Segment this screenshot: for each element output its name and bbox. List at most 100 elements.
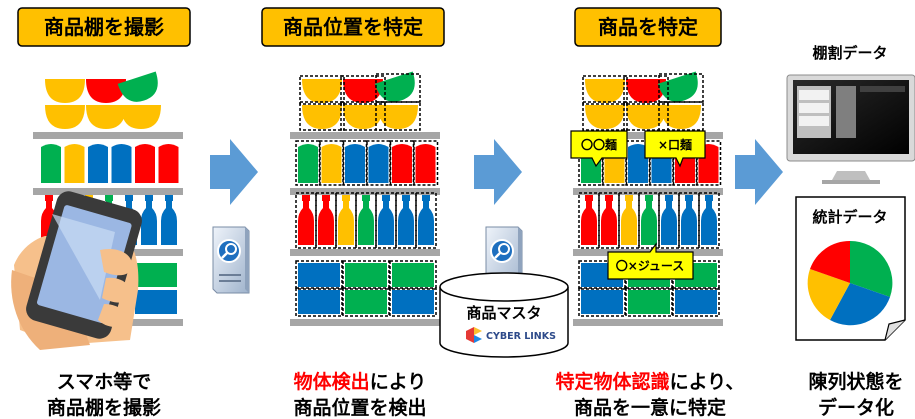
bottle-cap: [705, 195, 713, 201]
step2-caption-line1: 物体検出により: [294, 370, 427, 393]
bottle-item: [141, 200, 157, 245]
step1-caption-line2: 商品棚を撮影: [47, 396, 161, 419]
bottle-item: [338, 200, 354, 245]
detection-box: [389, 140, 415, 186]
detection-box: [578, 287, 626, 317]
step2-title-box: 商品位置を特定: [261, 7, 445, 47]
detection-box: [582, 101, 628, 131]
statistics-label: 統計データ: [812, 208, 887, 226]
bottle-cap: [165, 195, 173, 201]
detection-box: [365, 140, 392, 186]
step1-title: 商品棚を撮影: [44, 15, 164, 39]
monitor-icon: [786, 74, 915, 184]
bottle-cap: [645, 195, 653, 201]
detection-box: [672, 260, 720, 290]
bottle-cap: [45, 195, 53, 201]
bottle-cap: [145, 195, 153, 201]
bottle-cap: [605, 195, 613, 201]
shelf-board-2: [33, 188, 183, 195]
cup-item: [64, 144, 85, 183]
smartphone-hand-icon: [11, 191, 142, 350]
bowl-item: [626, 79, 666, 103]
cup-item: [158, 144, 179, 183]
cup-item: [345, 144, 365, 183]
bottle-item: [661, 200, 677, 245]
caption-segment: 物体検出: [294, 370, 370, 393]
detection-box: [340, 101, 386, 131]
bottle-cap: [382, 195, 390, 201]
server-icon-detection: [212, 226, 250, 294]
callout-noodle-b: ×口麺: [644, 130, 706, 168]
bowl-item: [626, 105, 666, 129]
carton-item: [135, 263, 177, 287]
bowl-item: [378, 105, 418, 129]
bottle-cap: [302, 195, 310, 201]
step1-title-box: 商品棚を撮影: [17, 7, 191, 47]
cup-item: [41, 144, 61, 183]
detection-box: [695, 140, 722, 186]
shelf-board-bottom: [573, 319, 723, 326]
bottle-item: [581, 200, 597, 245]
detection-box: [299, 101, 345, 131]
caption-segment: 商品位置を検出: [293, 396, 426, 419]
detection-box: [623, 101, 669, 131]
detection-box: [340, 75, 386, 105]
caption-segment: データ化: [818, 396, 894, 419]
carton-item: [298, 290, 340, 314]
bottle-item: [298, 200, 314, 245]
detection-box: [625, 140, 651, 186]
bowl-item: [302, 105, 342, 129]
output-caption-line1: 陳列状態を: [808, 370, 903, 393]
bottle-item: [418, 200, 434, 245]
bowl-item: [45, 79, 85, 103]
shelf-board-top: [33, 132, 183, 139]
cup-item: [88, 144, 108, 183]
caption-segment: スマホ等で: [57, 370, 151, 393]
step3-caption-line1: 特定物体認識により、: [556, 370, 745, 393]
bottle-item: [641, 200, 657, 245]
detection-box: [342, 140, 368, 186]
detection-box: [672, 287, 720, 317]
arrow-step1-to-2: [210, 139, 258, 205]
bottle-cap: [402, 195, 410, 201]
step2-title: 商品位置を特定: [283, 15, 423, 39]
carton-item: [628, 290, 670, 314]
callout-juice: 〇×ジュース: [607, 242, 694, 280]
detection-box: [623, 75, 669, 105]
detection-box: [375, 73, 421, 103]
bowl-item: [585, 105, 625, 129]
detection-box: [415, 192, 437, 249]
bowl-item: [45, 105, 85, 129]
bowl-item: [302, 79, 342, 103]
caption-segment: により: [370, 371, 427, 393]
bowl-item: [86, 79, 126, 103]
detection-box: [658, 73, 704, 103]
carton-item: [581, 290, 623, 314]
pie-chart-icon: [807, 240, 893, 326]
cyber-links-logo: CYBER LINKS: [466, 327, 556, 343]
bowl-item: [661, 105, 701, 129]
bowl-item: [121, 105, 161, 129]
detection-box: [375, 101, 421, 131]
carton-item: [345, 290, 387, 314]
shelf-board-2: [573, 188, 723, 195]
arrow-step2-to-3: [474, 139, 522, 205]
bottle-item: [621, 200, 637, 245]
cup-item: [392, 144, 412, 183]
bowl-item: [343, 79, 383, 103]
cup-item: [135, 144, 155, 183]
detection-box: [412, 140, 439, 186]
bottle-cap: [625, 195, 633, 201]
product-master-database: 商品マスタ CYBER LINKS: [439, 272, 569, 358]
shelf-board-2: [290, 188, 440, 195]
cup-item: [368, 144, 389, 183]
cup-item: [298, 144, 318, 183]
step1-caption-line1: スマホ等で: [57, 370, 151, 393]
bottle-item: [358, 200, 374, 245]
detection-box: [389, 287, 437, 317]
bowl-item: [86, 105, 126, 129]
cup-item: [111, 144, 132, 183]
bottle-cap: [685, 195, 693, 201]
cup-item: [321, 144, 342, 183]
